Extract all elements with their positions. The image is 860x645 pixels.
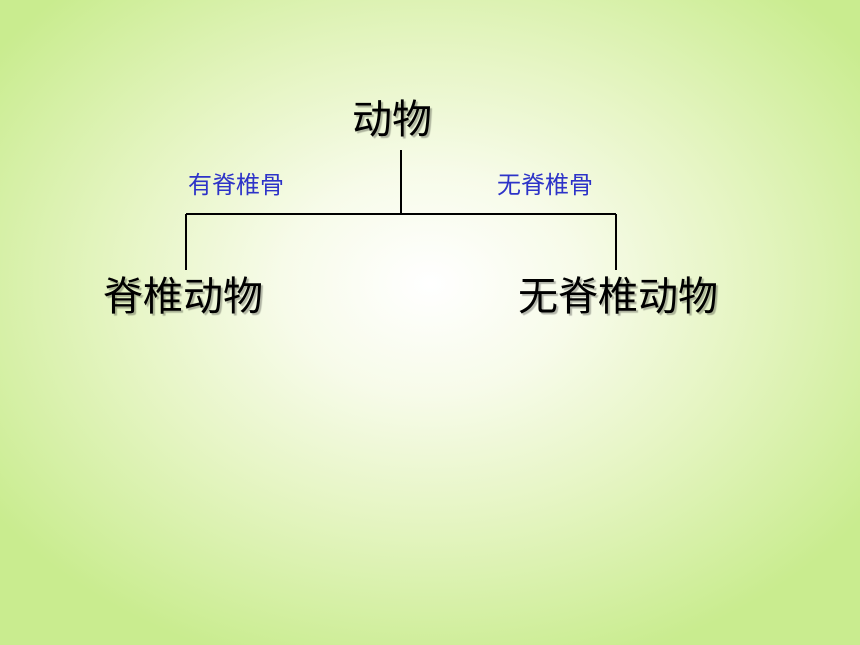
- right-child-node-label: 无脊椎动物: [518, 274, 718, 320]
- left-child-node-label: 脊椎动物: [103, 274, 263, 320]
- left-edge-label: 有脊椎骨: [188, 171, 284, 199]
- root-node-label: 动物: [352, 97, 432, 143]
- right-edge-label: 无脊椎骨: [497, 171, 593, 199]
